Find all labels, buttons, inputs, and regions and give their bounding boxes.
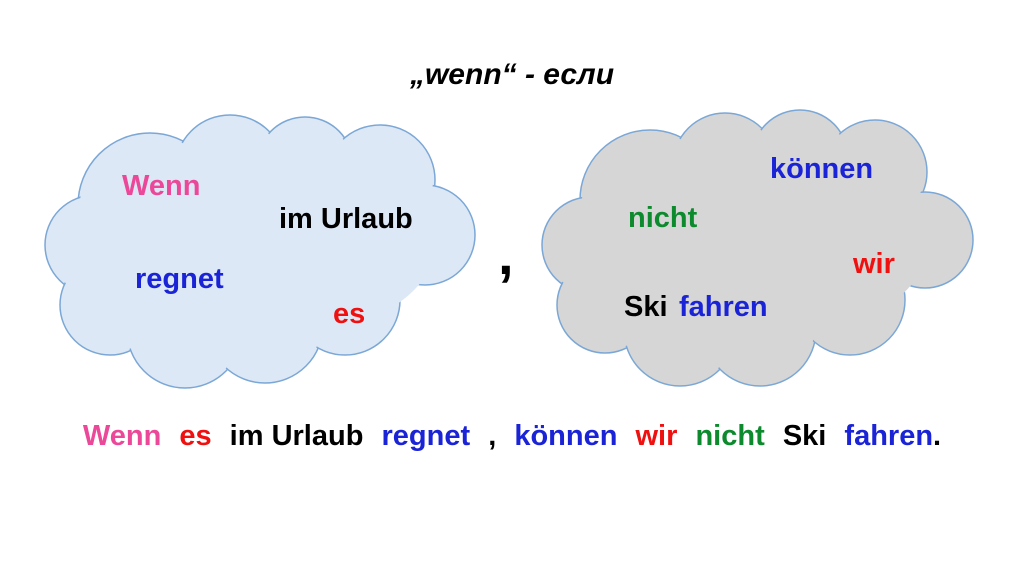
sentence-word-fahren: fahren — [844, 420, 934, 452]
slide-title: „wenn“ - если — [409, 58, 615, 91]
sentence-word-im-urlaub: im Urlaub — [229, 420, 364, 452]
sentence-word-wenn: Wenn — [82, 420, 162, 452]
sentence-word-regnet: regnet — [381, 420, 471, 452]
sentence-word-koennen: können — [514, 420, 618, 452]
full-sentence: Wenn es im Urlaub regnet , können wir ni… — [0, 420, 1024, 453]
sentence-comma: , — [488, 420, 497, 452]
separator-comma: , — [498, 223, 514, 286]
left-cloud-word-es: es — [333, 298, 366, 330]
left-cloud-word-im-urlaub: im Urlaub — [279, 203, 413, 235]
sentence-word-wir: wir — [635, 420, 678, 452]
left-cloud — [44, 114, 476, 389]
left-cloud-word-wenn: Wenn — [122, 170, 201, 202]
sentence-period: . — [933, 420, 942, 452]
right-cloud-word-nicht: nicht — [628, 202, 698, 234]
right-cloud — [541, 109, 974, 387]
sentence-word-ski: Ski — [782, 420, 827, 452]
sentence-word-es: es — [179, 420, 212, 452]
right-cloud-word-fahren: fahren — [679, 291, 768, 323]
left-cloud-word-regnet: regnet — [135, 263, 224, 295]
sentence-word-nicht: nicht — [695, 420, 765, 452]
right-cloud-word-koennen: können — [770, 153, 874, 185]
right-cloud-word-wir: wir — [853, 248, 895, 280]
right-cloud-word-ski: Ski — [624, 291, 668, 323]
